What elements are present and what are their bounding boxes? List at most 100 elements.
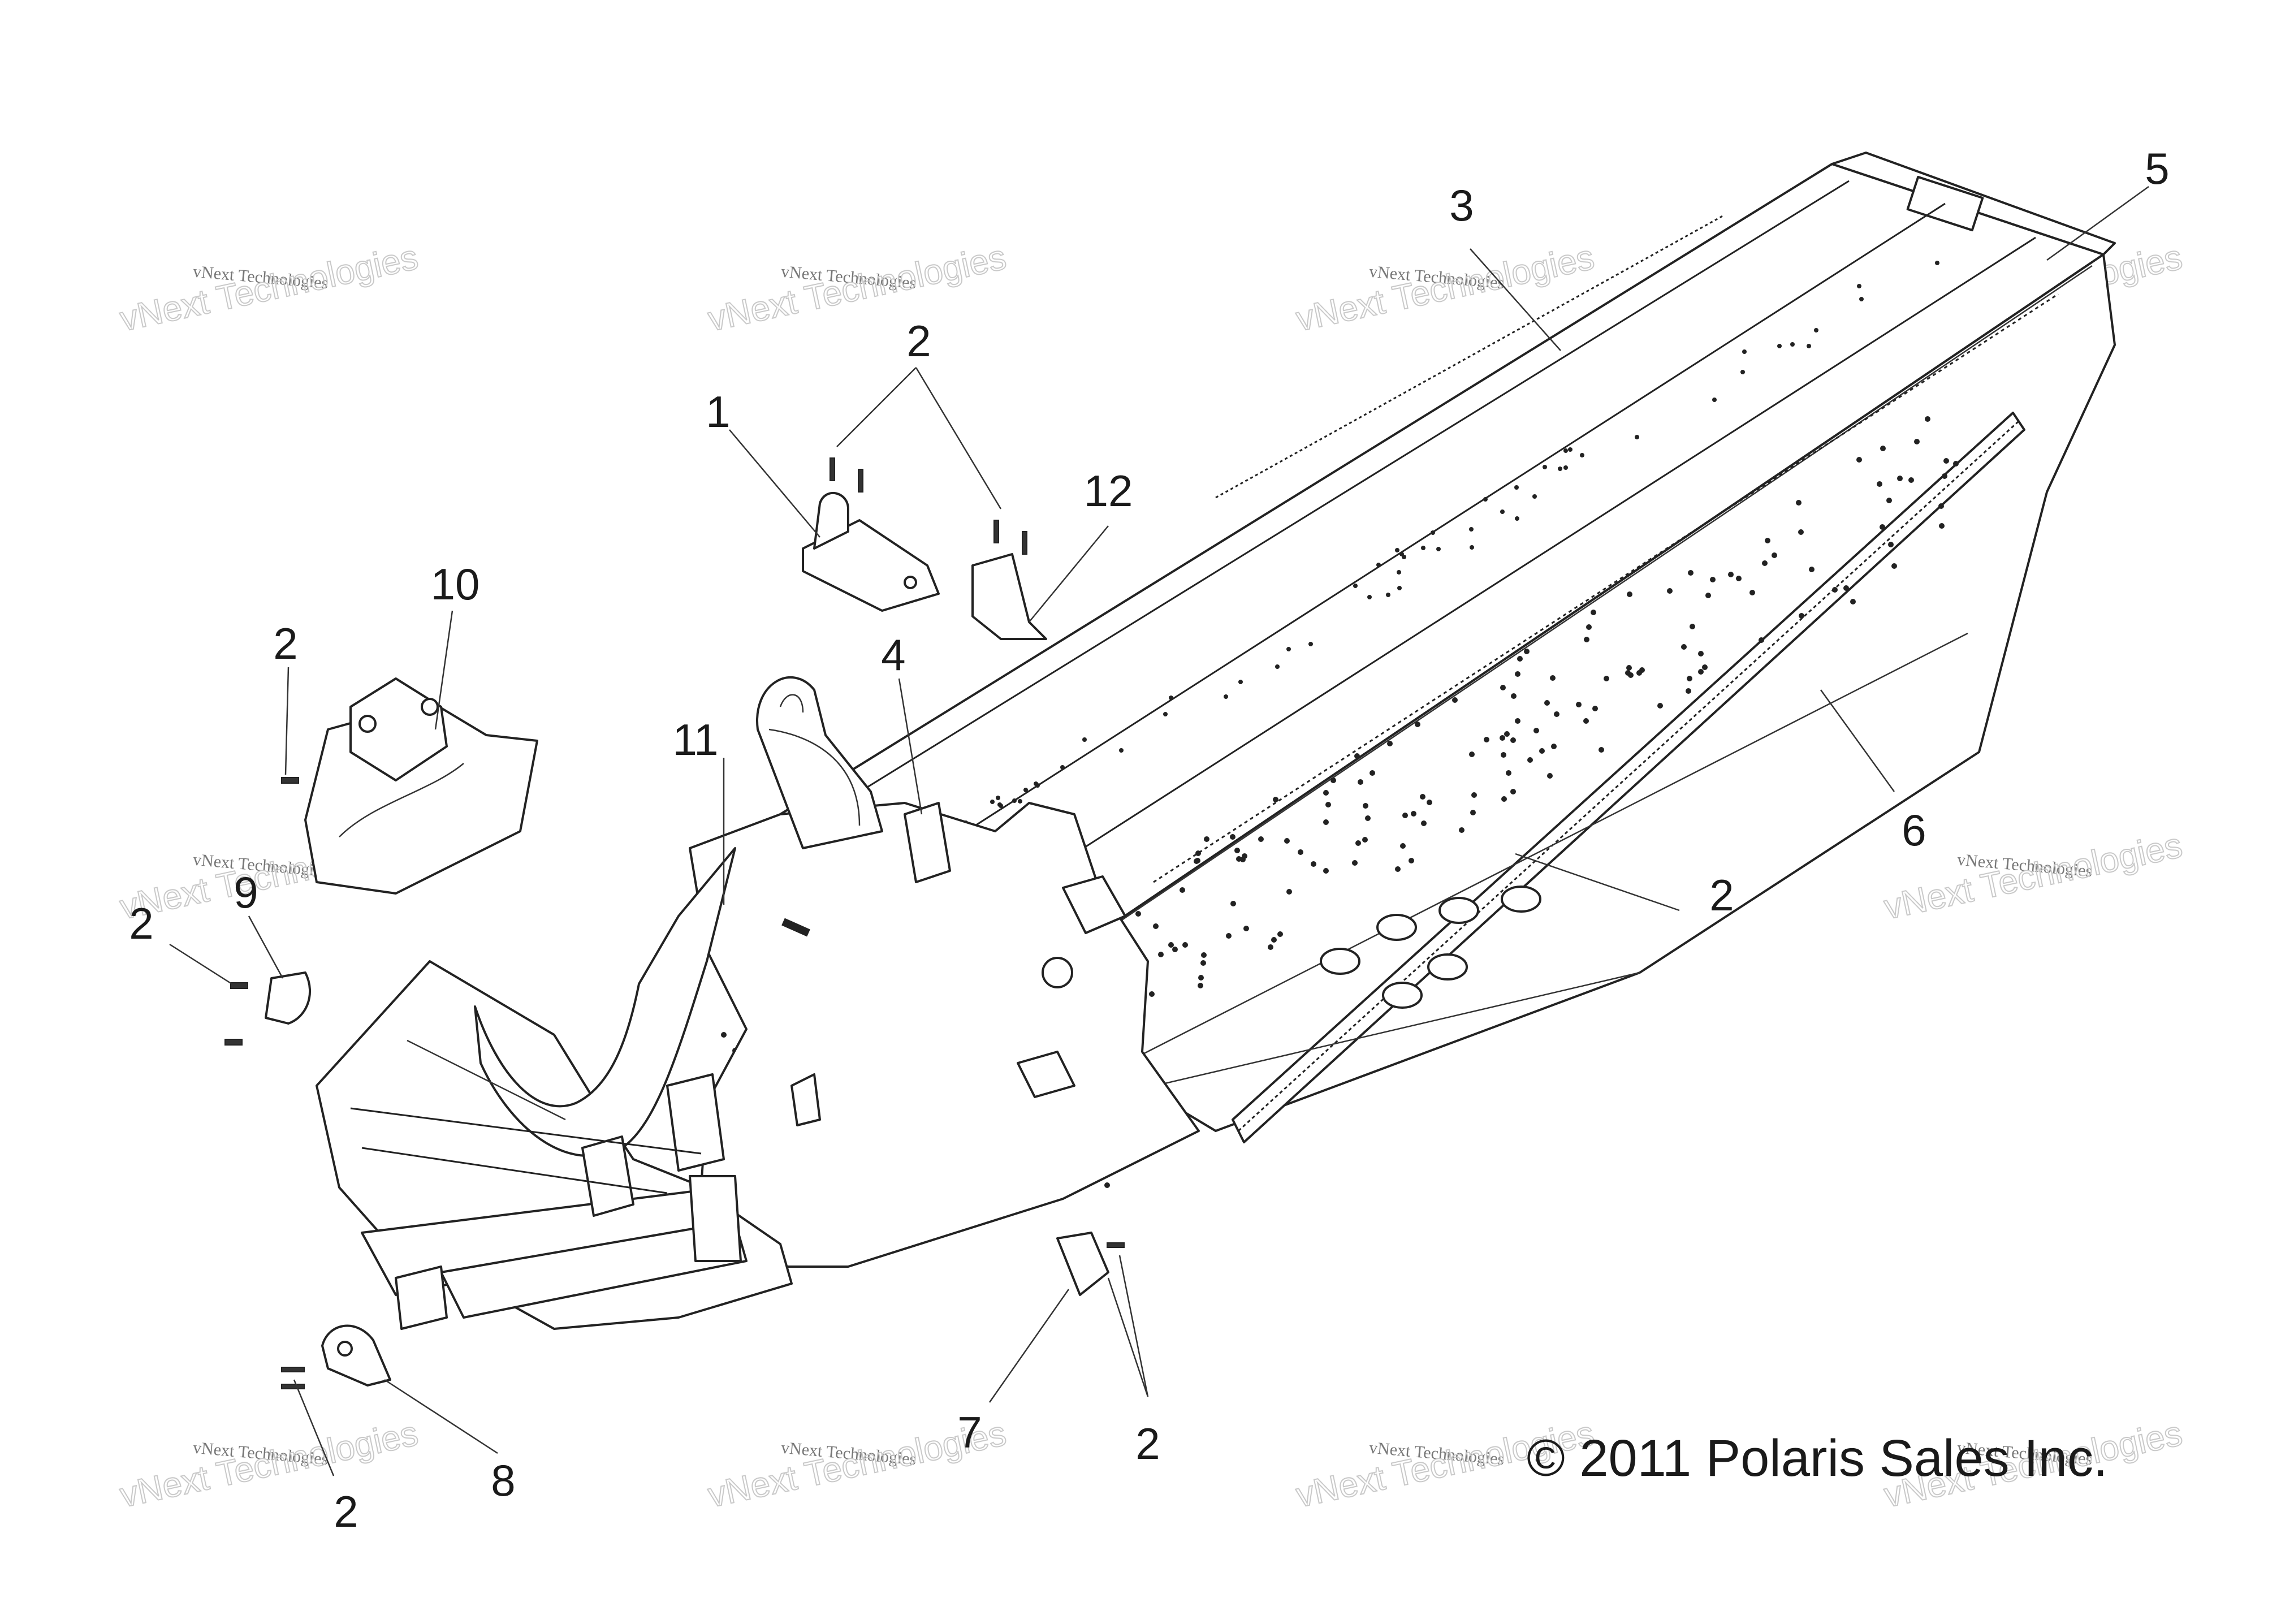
rivet-parts (224, 457, 1125, 1389)
rivet-dot (1411, 811, 1416, 817)
rivet-dot (1500, 735, 1505, 741)
rivet-dot (1402, 813, 1408, 818)
rivet-dot (1415, 722, 1420, 727)
rivet-dot (1367, 595, 1372, 599)
bulkhead-window (1062, 875, 1126, 934)
leader-1 (729, 429, 820, 538)
rivet-dot (1153, 923, 1159, 929)
rivet-dot (1018, 799, 1022, 804)
watermark-outline-text: vNext Technologies (705, 237, 1009, 339)
rivet-dot (1544, 700, 1550, 706)
callout-2: 2 (1709, 870, 1734, 920)
rivet-dot (1172, 947, 1178, 952)
rivet-dot (1420, 794, 1425, 800)
rivet-dot (1880, 446, 1886, 451)
bulkhead-hole (1042, 957, 1073, 988)
rivet-dot (1311, 861, 1316, 867)
leader-2g (1107, 1277, 1149, 1397)
rivet-dot (1690, 624, 1695, 629)
rivet-dot (1240, 857, 1246, 862)
leader-2b (915, 367, 1002, 509)
rivet-dot (1558, 467, 1562, 471)
part-1-hole (904, 576, 917, 589)
rivet-dot (1592, 706, 1598, 711)
leader-2a (836, 367, 917, 447)
part-12-body (971, 553, 1047, 640)
rivet-dot (1712, 398, 1717, 402)
rivet-icon (993, 520, 999, 543)
part-1-body (802, 519, 940, 612)
rivet-dot (1119, 748, 1124, 753)
rivet-dot (1436, 547, 1441, 551)
rivet-dot (1354, 753, 1360, 759)
rivet-dot (1452, 697, 1458, 703)
rivet-dot (1891, 563, 1897, 569)
rivet-dot (1395, 866, 1401, 872)
deck-rail-right (995, 236, 2036, 906)
rivet-dot (1230, 834, 1235, 840)
bracket (395, 1265, 448, 1330)
part-11-shank (781, 918, 810, 937)
rivet-dot (1200, 960, 1206, 966)
rivet-dot (1586, 624, 1592, 630)
bulkhead-assembly (316, 676, 1200, 1330)
part-8-hole (337, 1341, 353, 1357)
rivet-dot (1539, 748, 1545, 754)
callout-2: 2 (906, 316, 931, 366)
rivet-dot (1386, 593, 1390, 597)
callout-2: 2 (334, 1487, 358, 1536)
leader-lines (169, 185, 2149, 1476)
chassis-tunnel (721, 152, 2116, 1224)
rivet-dot (1908, 477, 1914, 483)
rivet-dot (1636, 670, 1642, 676)
rivet-dot (1515, 718, 1520, 724)
leader-5 (2046, 185, 2149, 261)
rivet-dot (1584, 637, 1589, 642)
rivet-dot (1790, 342, 1795, 347)
rivet-dot (1524, 649, 1530, 654)
rivet-dot (1728, 572, 1734, 577)
rivet-dot (1843, 585, 1849, 591)
rivet-dot (1198, 975, 1204, 981)
rivet-dot (1749, 590, 1755, 595)
watermark-outline-text: vNext Technologies (1293, 237, 1597, 339)
rivet-dot (1376, 563, 1381, 567)
rivet-dot (1897, 476, 1903, 481)
rivet-dot (1953, 461, 1959, 467)
part-7-body (1056, 1232, 1109, 1296)
rivet-dot (1226, 933, 1232, 939)
rivet-dot (1400, 843, 1406, 849)
leader-2f (1118, 1255, 1149, 1397)
rivet-dot (1736, 576, 1742, 581)
rivet-dot (1551, 744, 1557, 749)
leader-2d (169, 943, 232, 985)
leader-7 (988, 1289, 1070, 1403)
rivet-dot (1023, 788, 1028, 792)
rivet-dot (1427, 800, 1432, 805)
rivet-dot (1698, 651, 1704, 656)
rivet-dot (1501, 752, 1506, 758)
rivet-dot (1506, 770, 1511, 776)
callout-12: 12 (1084, 466, 1133, 516)
rivet-dot (1939, 523, 1945, 529)
callout-1: 1 (706, 387, 730, 437)
rivet-dot (1409, 858, 1414, 863)
rivet-dot (1591, 610, 1596, 615)
rivet-dot (1082, 737, 1087, 742)
rivet-dot (1510, 737, 1516, 743)
rivet-dot (1547, 773, 1553, 779)
rivet-dot (1798, 529, 1804, 535)
rivet-dot (1681, 644, 1687, 650)
rivet-dot (1938, 503, 1944, 509)
leader-2e (1515, 853, 1680, 912)
rivet-dot (1667, 588, 1673, 594)
part-12-plate (971, 553, 1047, 640)
callout-2: 2 (129, 899, 153, 948)
rivet-dot (1807, 344, 1811, 348)
leader-2c (284, 667, 290, 775)
watermark-outline-text: vNext Technologies (116, 237, 421, 339)
rivet-dot (1243, 926, 1249, 931)
rivet-dot (1563, 465, 1568, 470)
side-hole (1376, 914, 1417, 941)
